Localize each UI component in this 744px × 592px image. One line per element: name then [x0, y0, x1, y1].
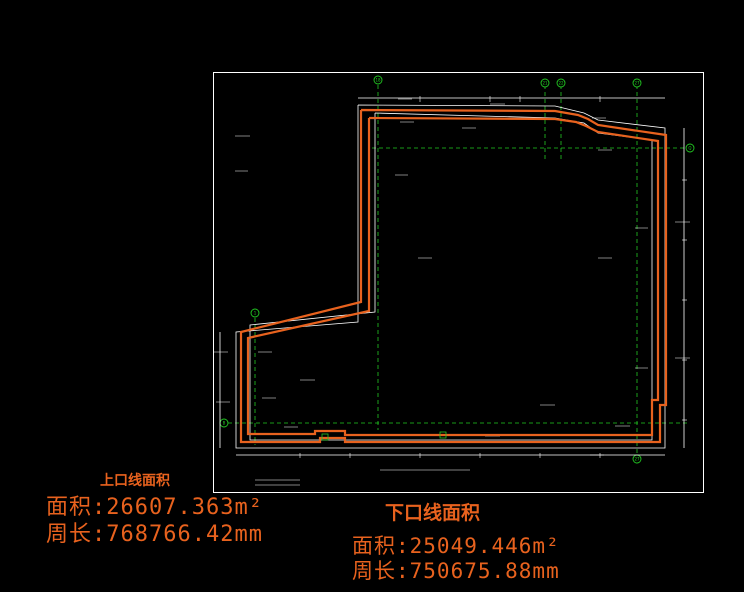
- svg-text:22: 22: [558, 81, 564, 86]
- dimension-ticks: [299, 96, 687, 458]
- svg-text:Q: Q: [688, 146, 691, 151]
- building-outline: [219, 97, 685, 456]
- axis-bubble-q: [685, 143, 695, 153]
- excavation-contour: [239, 108, 668, 444]
- axis-bubble-labels: 18 21 22 27 1 Q B 27: [223, 78, 692, 462]
- axis-bubble-27: [632, 78, 642, 88]
- upper-contour-area: 面积:26607.363m²: [46, 495, 263, 520]
- axis-bubble-1: [250, 308, 260, 318]
- svg-text:27: 27: [634, 81, 640, 86]
- upper-contour-line: [239, 108, 668, 444]
- axis-lines: [228, 85, 688, 455]
- upper-contour-title: 上口线面积: [100, 473, 170, 489]
- axis-bubble-21: [540, 78, 550, 88]
- svg-text:21: 21: [542, 81, 548, 86]
- svg-text:B: B: [223, 421, 226, 426]
- svg-text:18: 18: [375, 78, 381, 83]
- survey-markers: [321, 431, 447, 441]
- upper-contour-perimeter: 周长:768766.42mm: [46, 522, 263, 547]
- annotation-marks: [214, 98, 690, 486]
- lower-contour-perimeter: 周长:750675.88mm: [352, 559, 560, 583]
- lower-contour-title: 下口线面积: [385, 502, 481, 524]
- svg-text:1: 1: [254, 311, 257, 316]
- drawing-frame: [213, 72, 704, 493]
- axis-bubble-22: [556, 78, 566, 88]
- lower-contour-line: [246, 116, 660, 437]
- axis-bubble-18: [373, 75, 383, 85]
- lower-contour-area: 面积:25049.446m²: [352, 534, 560, 558]
- axis-bubbles: [219, 75, 695, 464]
- svg-text:27: 27: [634, 457, 640, 462]
